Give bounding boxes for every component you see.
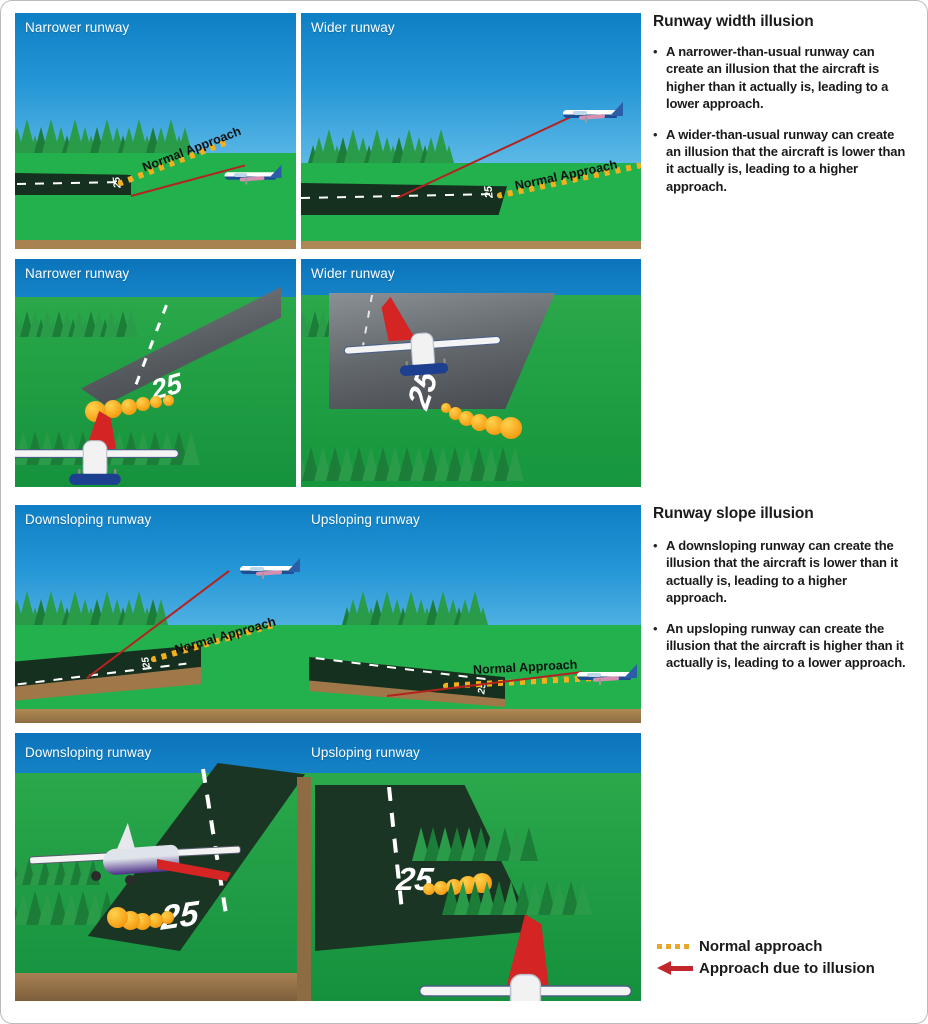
aircraft-left-view xyxy=(28,823,242,901)
terrace-edge xyxy=(297,777,311,1001)
section-title-slope-illusion: Runway slope illusion xyxy=(653,505,814,522)
bullet-item: • A downsloping runway can create the il… xyxy=(653,537,911,607)
panel-label-wider-runway-1: Wider runway xyxy=(311,20,395,35)
fuselage xyxy=(102,844,180,876)
legend: Normal approach Approach due to illusion xyxy=(657,935,917,979)
legend-label: Approach due to illusion xyxy=(699,959,875,977)
approach-blob xyxy=(500,417,522,439)
tree-line xyxy=(308,129,454,163)
forest-right xyxy=(442,881,592,915)
approach-blob xyxy=(471,414,488,431)
approach-blob xyxy=(485,416,504,435)
tree-line-right xyxy=(342,591,488,625)
approach-blob xyxy=(449,407,462,420)
forest-left-back xyxy=(15,859,100,885)
bullet-text: A narrower-than-usual runway can create … xyxy=(666,44,889,112)
bullet-marker: • xyxy=(653,538,658,553)
panel-label-wider-runway-2: Wider runway xyxy=(311,266,395,281)
panel-label-narrower-runway-1: Narrower runway xyxy=(25,20,130,35)
legend-item-illusion-approach: Approach due to illusion xyxy=(657,957,917,979)
forest-back xyxy=(15,311,138,337)
approach-blob xyxy=(136,397,150,411)
panel-slope-perspective-views: 25 25 xyxy=(15,733,641,1001)
section-bullets-width-illusion: • A narrower-than-usual runway can creat… xyxy=(653,43,911,208)
approach-blob xyxy=(150,396,162,408)
dirt-strip xyxy=(15,709,641,723)
approach-blob xyxy=(104,400,122,418)
bullet-text: A downsloping runway can create the illu… xyxy=(666,538,898,606)
section-bullets-slope-illusion: • A downsloping runway can create the il… xyxy=(653,537,911,685)
runway-surface xyxy=(15,173,131,195)
dirt-strip xyxy=(15,240,296,249)
aircraft-side-view xyxy=(224,164,282,187)
approach-blob xyxy=(161,911,174,924)
legend-item-normal-approach: Normal approach xyxy=(657,935,917,957)
approach-blob xyxy=(107,907,128,928)
landing-gear xyxy=(91,871,101,881)
horizontal-stabilizer xyxy=(157,859,231,881)
legend-label: Normal approach xyxy=(699,937,823,955)
bullet-text: An upsloping runway can create the illus… xyxy=(666,620,906,671)
tree-line-left xyxy=(15,591,168,625)
aircraft-side-view-left xyxy=(240,558,300,581)
panel-wider-runway-side: 25 Normal Approach xyxy=(301,13,641,249)
bullet-marker: • xyxy=(653,126,658,142)
panel-wider-runway-perspective: 25 xyxy=(301,259,641,487)
approach-blob xyxy=(423,883,435,895)
bullet-text: A wider-than-usual runway can create an … xyxy=(666,126,906,194)
panel-label-upsloping-runway-2: Upsloping runway xyxy=(311,745,420,760)
dotted-line-icon xyxy=(657,943,699,949)
section-title-width-illusion: Runway width illusion xyxy=(653,13,814,30)
panel-label-narrower-runway-2: Narrower runway xyxy=(25,266,130,281)
tree-line xyxy=(15,119,192,153)
bullet-item: • An upsloping runway can create the ill… xyxy=(653,620,911,672)
bullet-item: • A wider-than-usual runway can create a… xyxy=(653,126,911,196)
landing-gear xyxy=(125,875,135,885)
approach-blob xyxy=(121,399,137,415)
aircraft-rear-view xyxy=(341,300,503,384)
runway-surface xyxy=(301,183,507,215)
approach-blob xyxy=(441,403,451,413)
panel-label-downsloping-runway-2: Downsloping runway xyxy=(25,745,152,760)
panel-label-downsloping-runway-1: Downsloping runway xyxy=(25,512,152,527)
approach-blob xyxy=(163,395,174,406)
dirt-strip xyxy=(301,241,641,249)
panel-slope-side-views: 25 Normal Approach 25 Normal Approach xyxy=(15,505,641,723)
approach-blob xyxy=(459,411,474,426)
aircraft-side-view xyxy=(563,102,623,125)
panel-label-upsloping-runway-1: Upsloping runway xyxy=(311,512,420,527)
panel-narrower-runway-side: 25 Normal Approach xyxy=(15,13,296,249)
runway-number: 25 xyxy=(482,185,496,199)
forest-front xyxy=(301,447,524,481)
bullet-item: • A narrower-than-usual runway can creat… xyxy=(653,43,911,113)
aircraft-side-view-right xyxy=(577,664,637,687)
bullet-marker: • xyxy=(653,620,658,636)
aircraft-rear-view xyxy=(15,411,179,487)
bullet-marker: • xyxy=(653,44,658,59)
approach-blob xyxy=(148,913,163,928)
panel-narrower-runway-perspective: 25 xyxy=(15,259,296,487)
red-arrow-icon xyxy=(657,961,699,975)
aircraft-rear-view-right xyxy=(419,914,632,1001)
forest-right-back xyxy=(412,827,538,861)
text-column: Runway width illusion • A narrower-than-… xyxy=(639,1,927,1023)
